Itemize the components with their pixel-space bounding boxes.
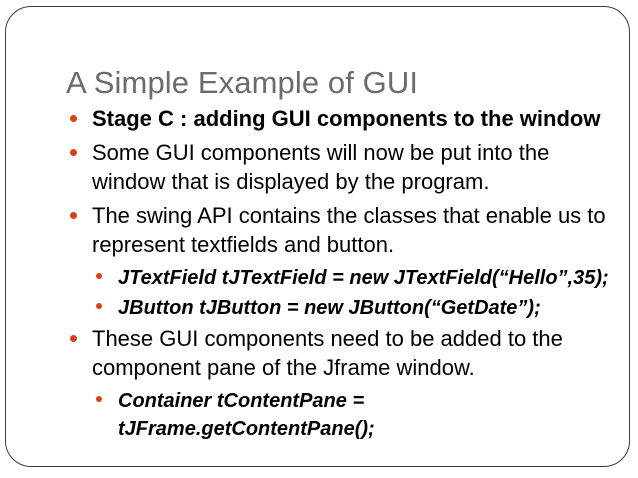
bullet-text: JButton tJButton = new JButton(“GetDate”… <box>118 296 541 319</box>
bullet-dot-icon <box>96 302 102 309</box>
bullet-item: JTextField tJTextField = new JTextField(… <box>66 264 611 292</box>
bullet-dot-icon <box>70 148 77 156</box>
bullet-item: Container tContentPane = tJFrame.getCont… <box>66 387 611 443</box>
bullet-item: JButton tJButton = new JButton(“GetDate”… <box>66 294 611 322</box>
bullet-dot-icon <box>70 211 77 219</box>
bullet-text: Some GUI components will now be put into… <box>92 139 550 195</box>
bullet-item: The swing API contains the classes that … <box>66 201 611 260</box>
bullet-text: JTextField tJTextField = new JTextField(… <box>118 266 609 289</box>
bullet-dot-icon <box>96 395 102 402</box>
bullet-text: Stage C : adding GUI components to the w… <box>92 106 601 131</box>
page-title: A Simple Example of GUI <box>66 64 419 100</box>
bullet-item: Some GUI components will now be put into… <box>66 138 611 197</box>
bullet-item: These GUI components need to be added to… <box>66 324 611 383</box>
bullet-dot-icon <box>96 272 102 279</box>
bullet-text: Container tContentPane = tJFrame.getCont… <box>118 389 375 440</box>
bullet-dot-icon <box>70 115 77 122</box>
slide-body-bullet-list: Stage C : adding GUI components to the w… <box>66 104 611 445</box>
bullet-text: The swing API contains the classes that … <box>92 202 606 258</box>
bullet-dot-icon <box>70 334 77 342</box>
bullet-text: These GUI components need to be added to… <box>92 325 563 381</box>
bullet-item: Stage C : adding GUI components to the w… <box>66 104 611 134</box>
